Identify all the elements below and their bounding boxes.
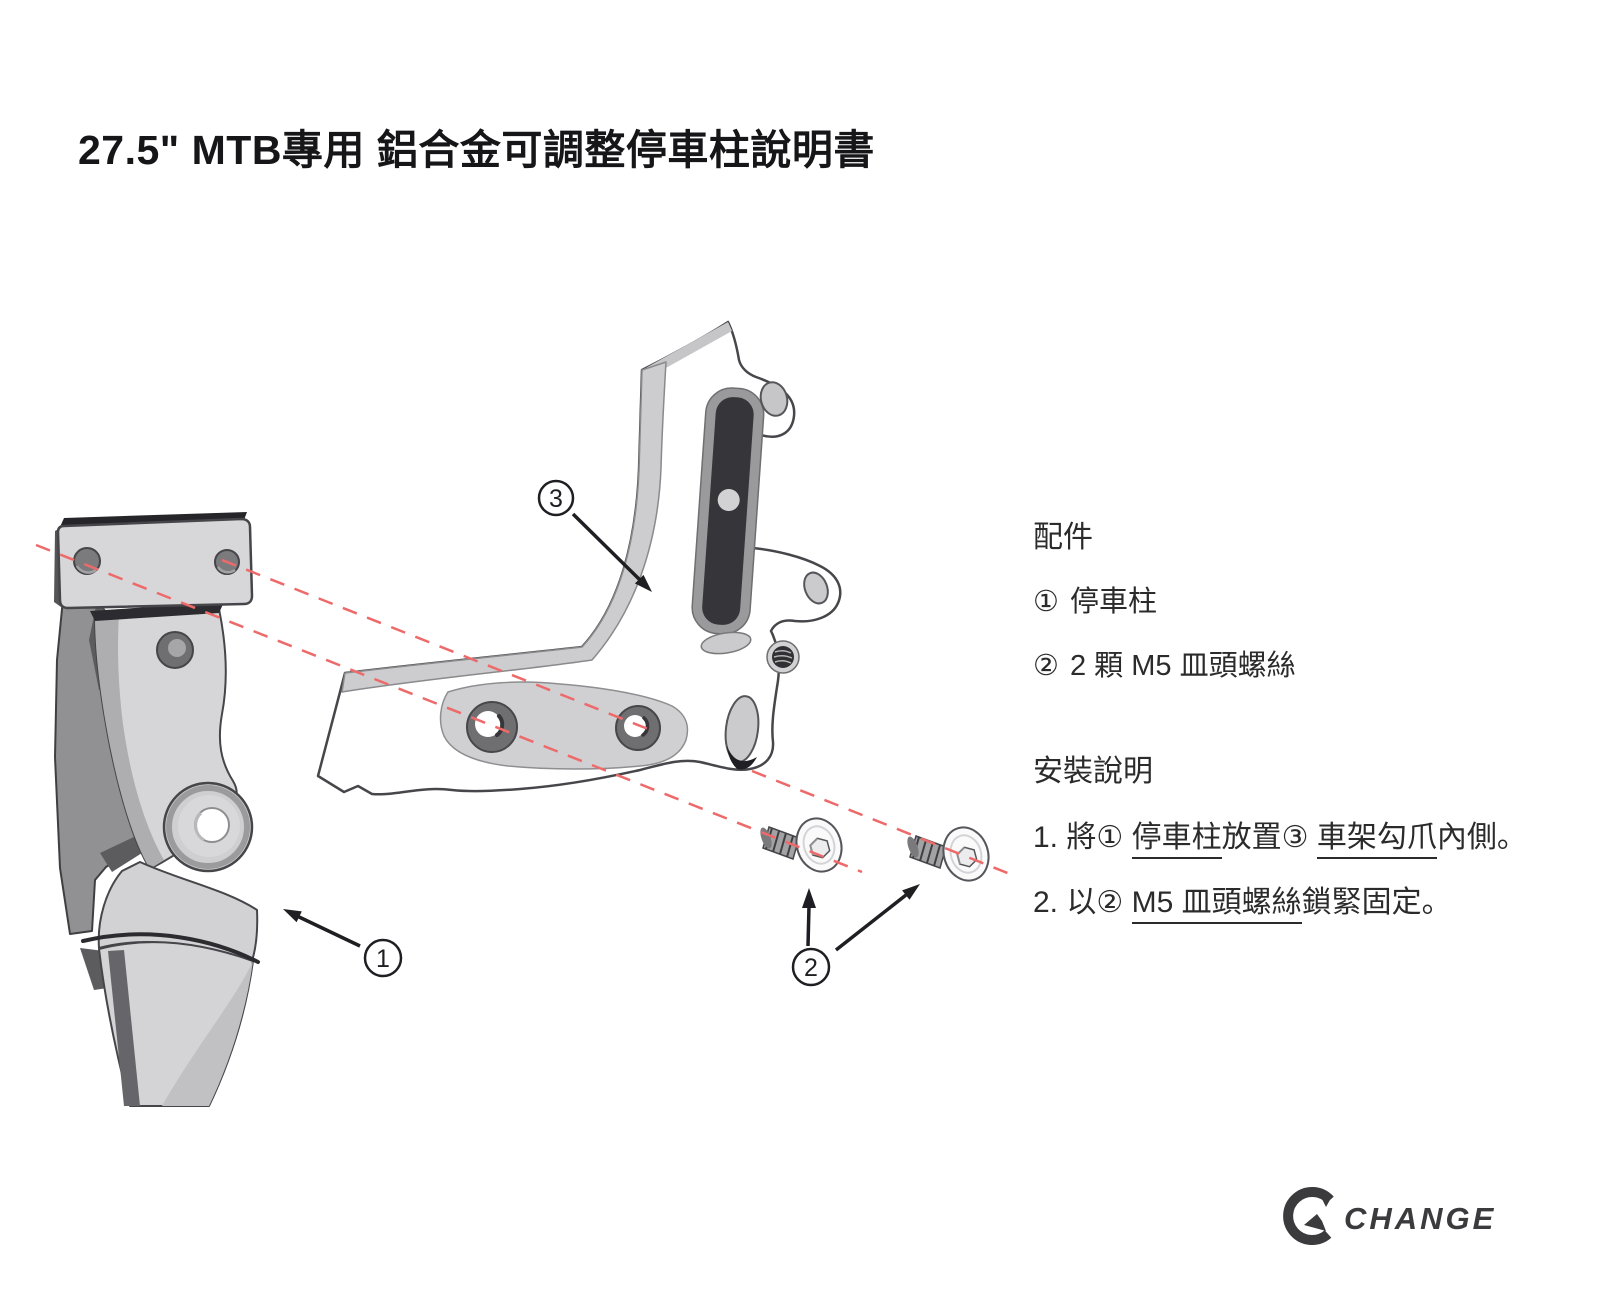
screw-illustration-1: [760, 817, 843, 873]
callout-circle-2: [791, 947, 831, 987]
kickstand-body-shade: [95, 614, 164, 869]
callout-screws: 2: [791, 884, 920, 987]
frame-mount-hole-2: [615, 705, 661, 751]
kickstand-illustration: [54, 512, 260, 1107]
kickstand-leg-edge: [108, 950, 140, 1106]
install-heading: 安裝說明: [1033, 755, 1153, 788]
kickstand-rear-notch: [100, 836, 142, 872]
frame-dropout-illustration: [316, 320, 842, 796]
callout-label-3: 3: [549, 485, 563, 513]
install-step-2: 2. 以② M5 皿頭螺絲鎖緊固定。: [1033, 877, 1513, 924]
callout-kickstand: 1: [283, 909, 403, 978]
kickstand-knee-line: [81, 932, 260, 964]
kickstand-mount-plate: [54, 512, 254, 610]
screw-illustration-2: [907, 826, 990, 882]
frame-slot: [691, 387, 765, 635]
frame-hook: [724, 695, 760, 770]
step-underlined-text: 停車柱: [1131, 821, 1222, 859]
parts-item-label: 停車柱: [1070, 586, 1158, 618]
callout-circle-3: [537, 479, 575, 517]
step-text: 2. 以②: [1033, 886, 1132, 919]
parts-heading: 配件: [1033, 521, 1093, 554]
brand-logo: CHANGE: [1283, 1187, 1496, 1245]
callout-frame-hook: 3: [537, 479, 652, 592]
frame-arm-hole: [803, 571, 829, 605]
brand-logo-text: CHANGE: [1344, 1201, 1496, 1236]
frame-mount-hole-1: [466, 701, 518, 753]
parts-item-screws: ② 2 顆 M5 皿頭螺絲: [1033, 642, 1513, 684]
step-text: 鎖緊固定。: [1301, 886, 1452, 919]
frame-threaded-hole: [766, 640, 800, 674]
step-text: 放置③: [1221, 821, 1317, 854]
parts-item-kickstand: ① 停車柱: [1033, 578, 1513, 620]
alignment-dashed-lines: [35, 543, 1016, 878]
g-swoosh-mark-icon: [1283, 1187, 1334, 1245]
step-text: 1. 將①: [1033, 821, 1132, 854]
step-text: 內側。: [1436, 821, 1527, 854]
alignment-dashed-line-b2: [751, 769, 1016, 878]
alignment-dashed-line-a: [35, 543, 863, 874]
callout-circle-1: [363, 938, 403, 978]
frame-recess: [700, 631, 752, 655]
frame-side-band: [341, 361, 667, 693]
step-underlined-text: M5 皿頭螺絲: [1131, 886, 1302, 924]
kickstand-body-hole: [156, 631, 194, 669]
callout-label-1: 1: [376, 945, 390, 973]
parts-item-number: ①: [1033, 586, 1059, 618]
parts-item-label: 2 顆 M5 皿頭螺絲: [1070, 650, 1296, 682]
kickstand-leg-shade: [162, 961, 253, 1106]
install-step-1: 1. 將① 停車柱放置③ 車架勾爪內側。: [1033, 812, 1527, 859]
callout-label-2: 2: [804, 954, 818, 982]
kickstand-pivot: [162, 781, 254, 873]
frame-boss-hole: [759, 381, 789, 417]
page-title: 27.5" MTB專用 鋁合金可調整停車柱說明書: [78, 127, 875, 173]
step-underlined-text: 車架勾爪: [1316, 821, 1437, 859]
parts-item-number: ②: [1033, 650, 1059, 682]
